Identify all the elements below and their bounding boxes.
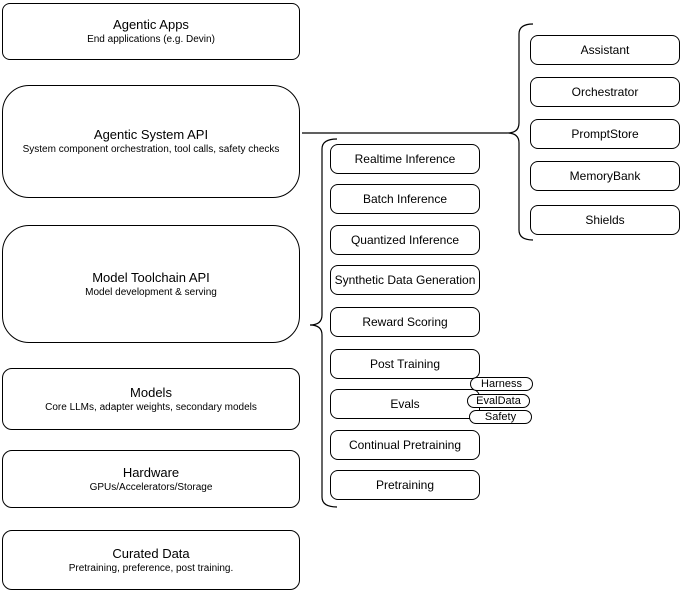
node-agentic-system-api: Agentic System API System component orch… [2,85,300,198]
node-post-training: Post Training [330,349,480,379]
node-label: Evals [390,397,420,411]
node-title: Hardware [122,464,180,480]
node-subtitle: Model development & serving [85,286,217,298]
node-label: PromptStore [571,127,639,141]
node-title: Agentic Apps [113,17,189,32]
node-subtitle: End applications (e.g. Devin) [87,34,215,45]
node-batch-inference: Batch Inference [330,184,480,214]
node-title: Model Toolchain API [92,269,210,285]
node-label: Synthetic Data Generation [334,273,476,287]
node-curated-data: Curated Data Pretraining, preference, po… [2,530,300,590]
node-title: Models [130,384,172,400]
node-label: MemoryBank [569,169,641,183]
node-label: Continual Pretraining [348,438,462,452]
node-quantized-inference: Quantized Inference [330,225,480,255]
node-label: Pretraining [375,478,435,492]
node-pretraining: Pretraining [330,470,480,500]
node-models: Models Core LLMs, adapter weights, secon… [2,368,300,430]
components-brace [506,23,534,241]
node-label: Reward Scoring [362,315,448,329]
node-label: Post Training [369,357,441,371]
node-label: Realtime Inference [354,152,456,166]
node-memorybank: MemoryBank [530,161,680,191]
node-label: Shields [585,213,625,227]
node-synthetic-data-generation: Synthetic Data Generation [330,265,480,295]
pill-evaldata: EvalData [467,394,530,408]
node-hardware: Hardware GPUs/Accelerators/Storage [2,450,300,508]
node-title: Agentic System API [93,127,209,142]
pill-safety: Safety [469,410,532,424]
node-evals: Evals [330,389,480,419]
node-realtime-inference: Realtime Inference [330,144,480,174]
toolchain-brace [309,138,338,508]
node-assistant: Assistant [530,35,680,65]
pill-label: Harness [481,377,522,390]
node-orchestrator: Orchestrator [530,77,680,107]
node-subtitle: Pretraining, preference, post training. [68,562,234,574]
node-label: Quantized Inference [350,233,460,247]
node-label: Assistant [580,43,630,57]
node-label: Batch Inference [362,192,448,206]
node-title: Curated Data [112,545,190,561]
node-agentic-apps: Agentic Apps End applications (e.g. Devi… [2,3,300,60]
node-shields: Shields [530,205,680,235]
pill-label: Safety [484,410,517,423]
node-promptstore: PromptStore [530,119,680,149]
pill-harness: Harness [470,377,533,391]
node-reward-scoring: Reward Scoring [330,307,480,337]
node-subtitle: GPUs/Accelerators/Storage [89,481,213,493]
node-subtitle: System component orchestration, tool cal… [22,144,280,155]
node-model-toolchain-api: Model Toolchain API Model development & … [2,225,300,343]
node-label: Orchestrator [571,85,639,99]
pill-label: EvalData [476,394,521,407]
node-continual-pretraining: Continual Pretraining [330,430,480,460]
node-subtitle: Core LLMs, adapter weights, secondary mo… [45,401,257,413]
